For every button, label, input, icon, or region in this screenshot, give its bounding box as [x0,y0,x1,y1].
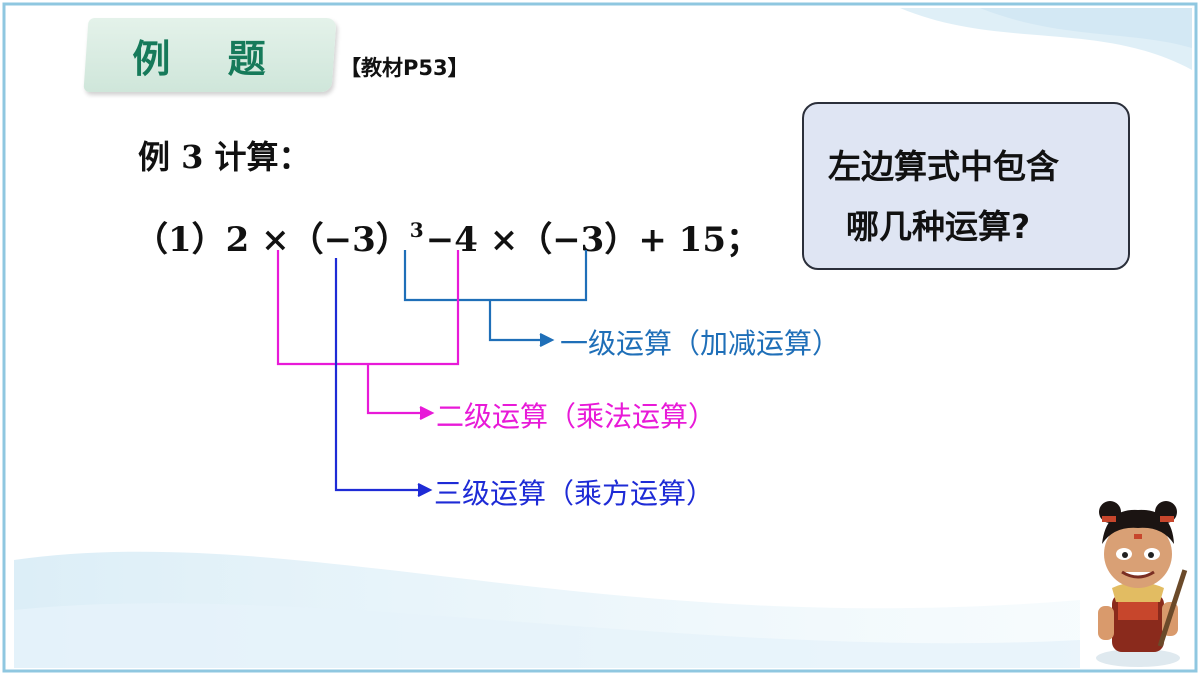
exponent: 3 [409,218,424,242]
math-expression: （1）2 ×（−3）3−4 ×（−3）+ 15； [134,212,760,261]
page-title: 例 题 [132,35,288,81]
mascot-character-image [1096,501,1188,667]
level1-bracket [403,250,588,347]
question-line2: 哪几种运算? [846,207,1031,246]
question-box [802,102,1130,270]
textbook-reference: 【教材P53】 [340,56,469,80]
question-line1: 左边算式中包含 [828,147,1059,186]
level3-bracket [334,258,433,497]
example-heading: 例 3 计算： [138,138,311,176]
level3-label: 三级运算（乘方运算） [434,477,715,510]
expression-part2: −4 ×（−3）+ 15； [425,220,760,260]
expression-part1: （1）2 ×（−3） [134,220,410,260]
level2-label: 二级运算（乘法运算） [436,400,717,433]
level1-label: 一级运算（加减运算） [560,327,841,360]
level2-bracket [276,250,460,420]
